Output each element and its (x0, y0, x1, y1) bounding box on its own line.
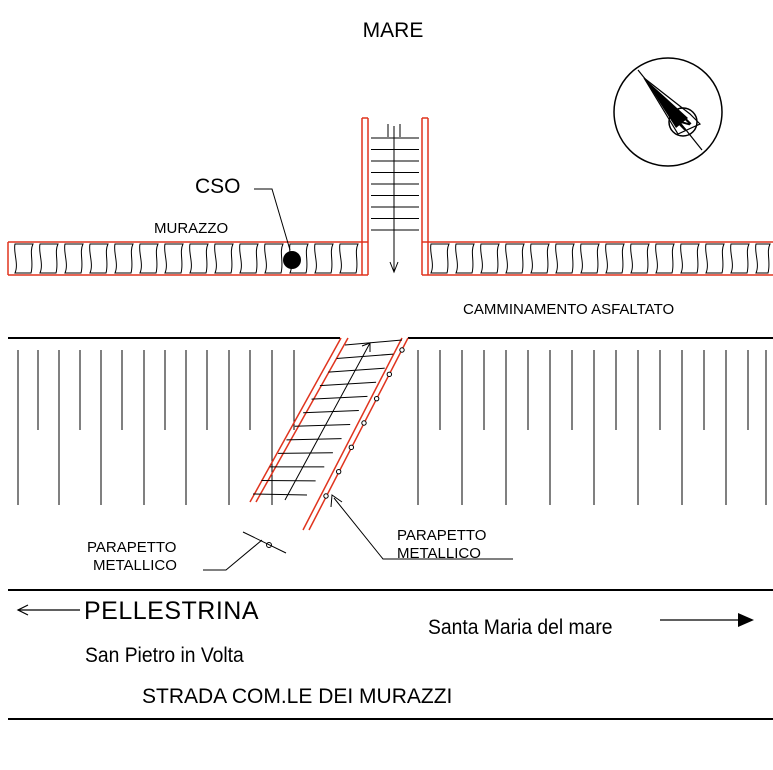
railing-post (373, 395, 380, 402)
seawall-stone (264, 243, 284, 274)
seawall-stone (480, 243, 500, 274)
seawall-stone (89, 243, 109, 274)
seawall-stone (555, 243, 575, 274)
stair-tread (328, 367, 385, 373)
railing-post (399, 347, 405, 353)
direction-left-label: PELLESTRINA (84, 597, 259, 625)
seawall-stone (64, 243, 84, 274)
cso-label: CSO (195, 175, 241, 198)
railing-post (361, 420, 367, 426)
railing-right-label-line1: PARAPETTO (397, 527, 486, 544)
stair-tread (252, 493, 308, 496)
stair-tread (336, 353, 394, 360)
railing-right-leader (333, 497, 513, 560)
railing-right-label-line2: METALLICO (397, 545, 481, 562)
railing-left-label-line1: PARAPETTO (87, 539, 176, 556)
seawall-stone (530, 243, 550, 274)
seawall-stone (164, 243, 184, 274)
seawall-stone (680, 243, 700, 274)
seawall-stone (430, 243, 450, 274)
cso-marker (283, 251, 301, 269)
stair-tread (286, 438, 342, 441)
seawall-stone (239, 243, 259, 274)
seawall-stone (314, 243, 334, 274)
direction-left-sublabel: San Pietro in Volta (85, 644, 245, 667)
stair-tread (294, 424, 351, 427)
sea-stair (361, 117, 429, 275)
seawall-stone (705, 243, 725, 274)
wall-label: MURAZZO (154, 220, 228, 237)
arrow-left-icon (16, 604, 80, 616)
seawall-stone (14, 243, 34, 274)
seawall-stone (455, 243, 475, 274)
seawall-stone (189, 243, 209, 274)
seawall-stone (755, 243, 771, 274)
railing-post (323, 493, 329, 499)
seawall-stone (605, 243, 625, 274)
north-arrow-icon: N (613, 57, 723, 167)
seawall-stone (655, 243, 675, 274)
seawall-stone (139, 243, 159, 274)
cso-leader (254, 188, 291, 251)
seawall-stone (339, 243, 359, 274)
seawall-stone (505, 243, 525, 274)
arrow-right-icon (660, 613, 754, 627)
seawall-stone (580, 243, 600, 274)
sea-label: MARE (363, 19, 424, 42)
railing-left-label-line2: METALLICO (93, 557, 177, 574)
stair-tread (311, 395, 368, 400)
railing-post (386, 371, 393, 378)
slope-hatching (17, 350, 767, 505)
walkway-label: CAMMINAMENTO ASFALTATO (463, 301, 674, 318)
railing-post (348, 444, 355, 451)
seawall-stone (214, 243, 234, 274)
seawall-stone (114, 243, 134, 274)
seawall-stone (39, 243, 59, 274)
seawall-stone (730, 243, 750, 274)
road-label: STRADA COM.LE DEI MURAZZI (142, 685, 452, 708)
stair-tread (303, 409, 359, 414)
stair-tread (344, 339, 403, 346)
stair-tread (278, 452, 333, 454)
embankment-stair (249, 337, 409, 531)
railing-post (335, 468, 342, 475)
railing-left-leader (203, 539, 263, 571)
direction-right-label: Santa Maria del mare (428, 616, 613, 639)
seawall-stone (630, 243, 650, 274)
seawall (7, 241, 773, 276)
